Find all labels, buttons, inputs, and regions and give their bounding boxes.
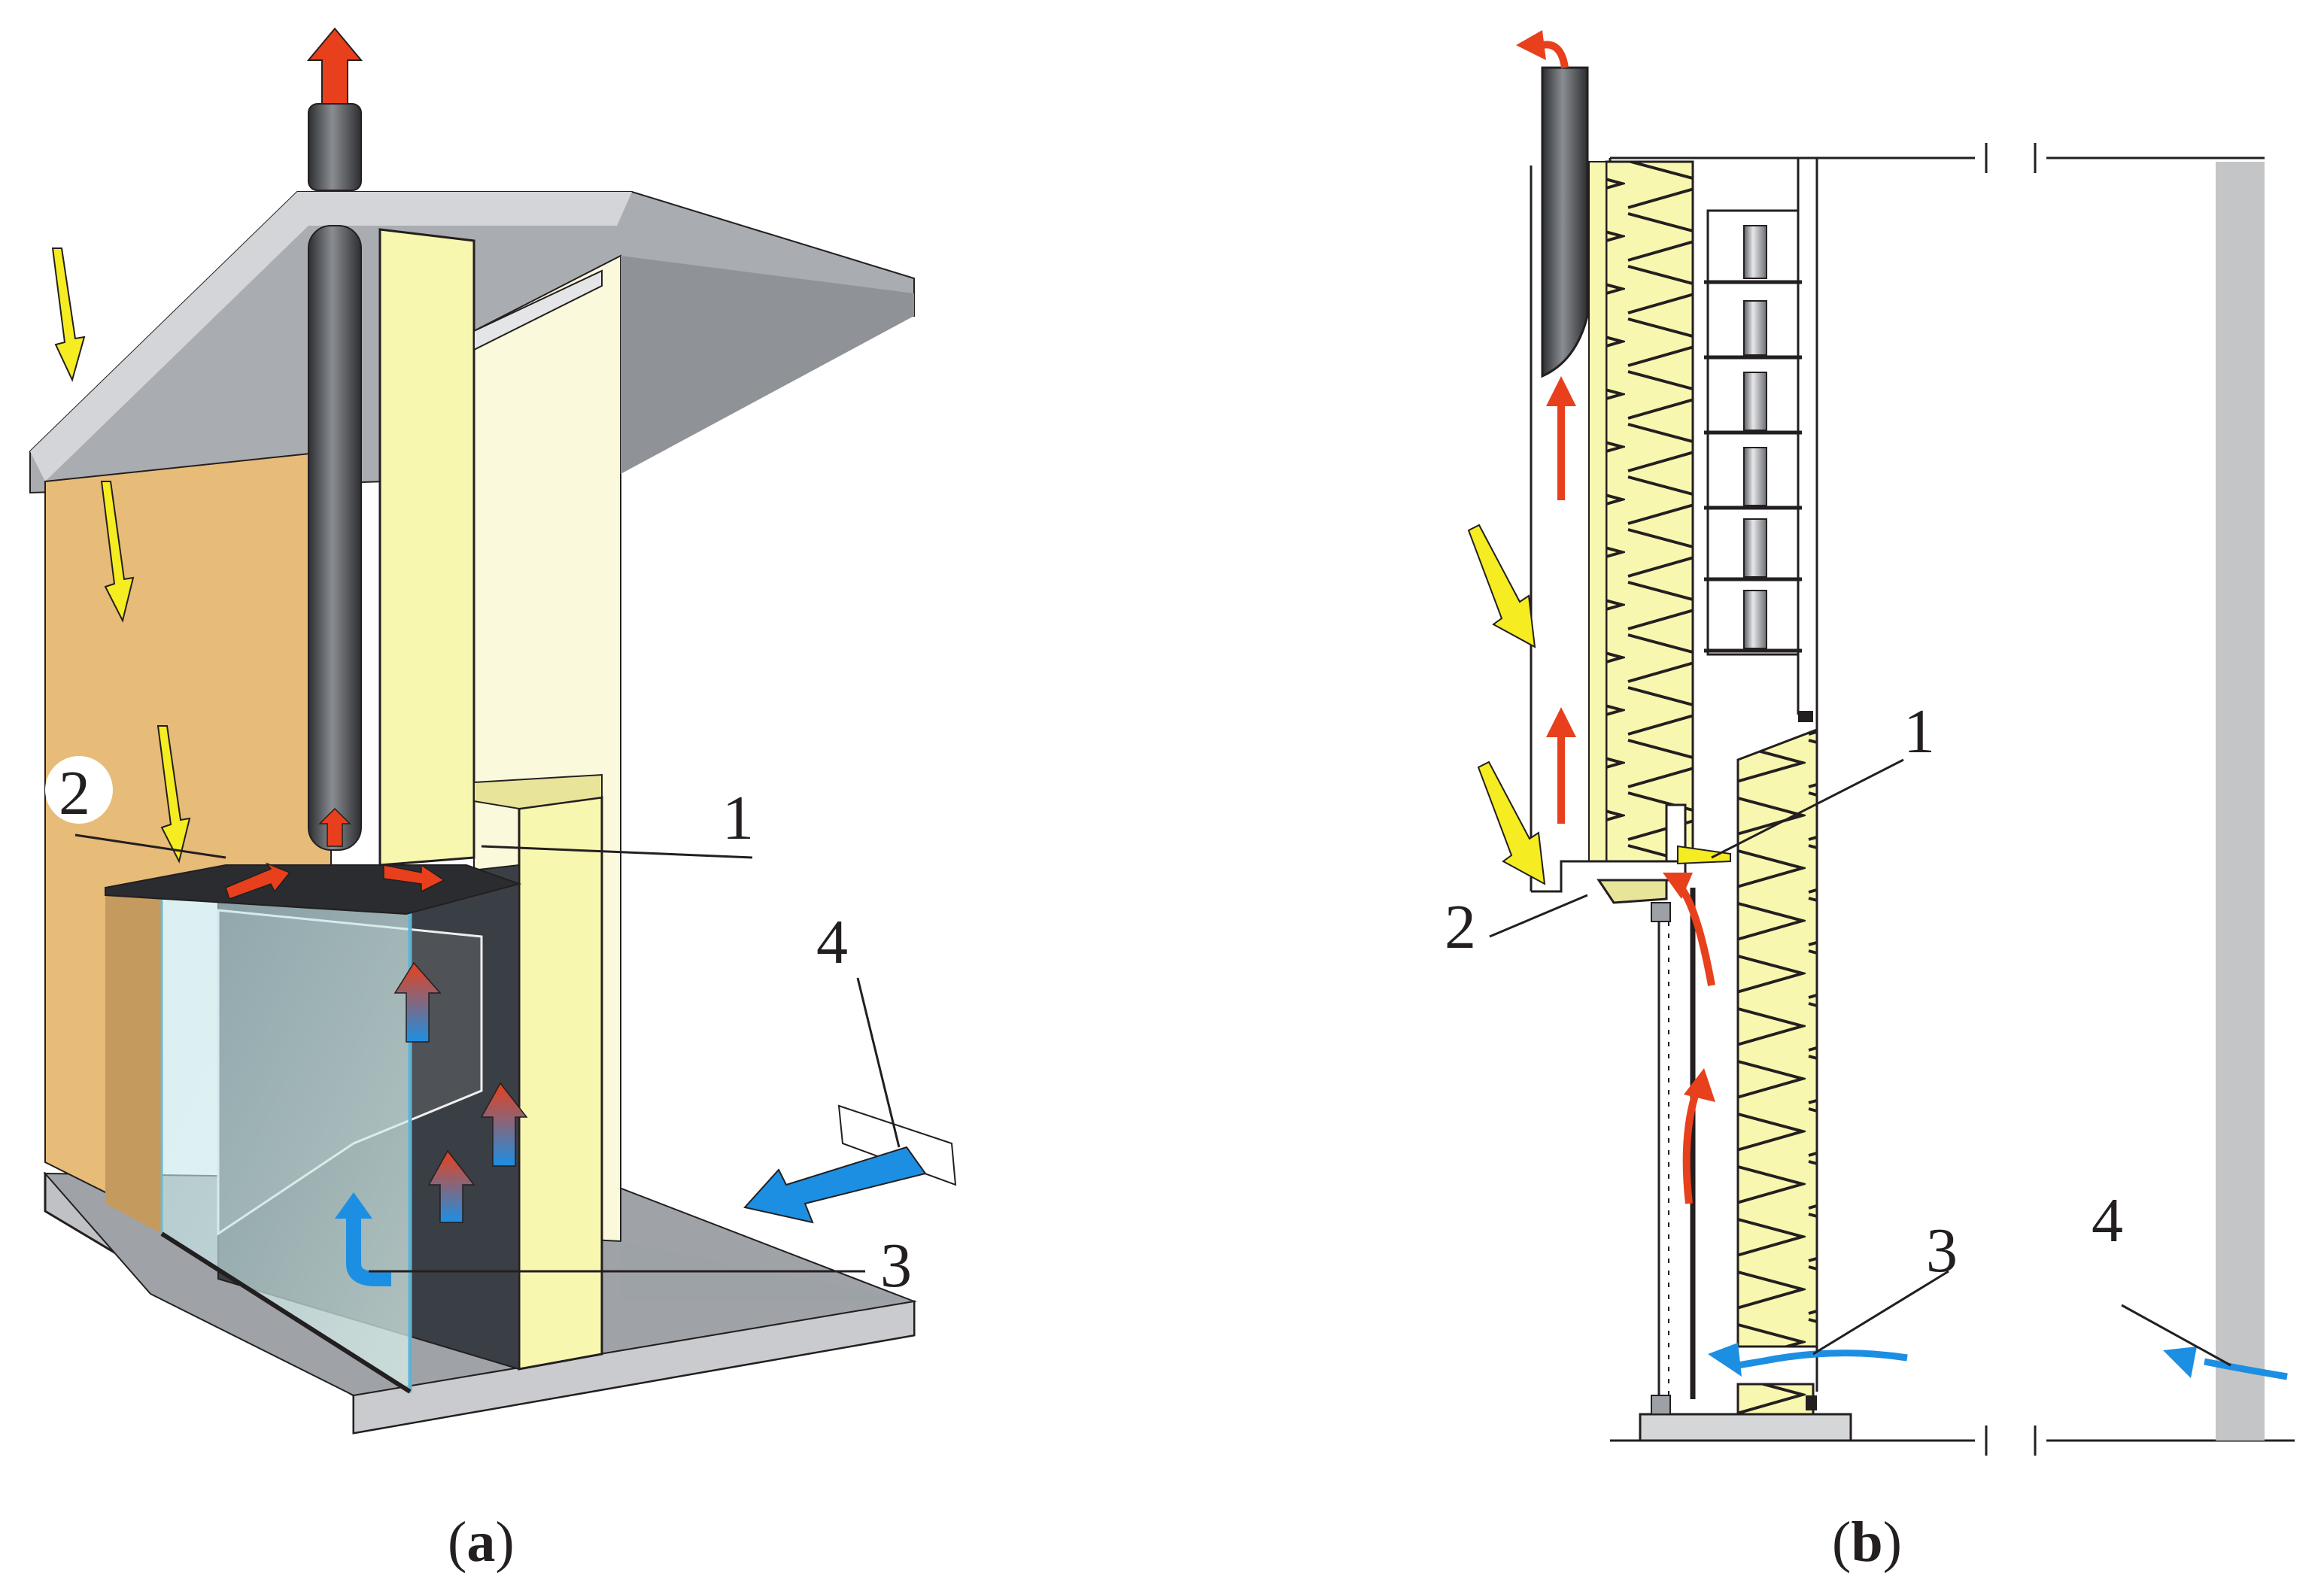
label-a2: 2: [59, 758, 90, 828]
tube-storage: [1704, 209, 1802, 656]
warm-air-out-icon: [306, 27, 363, 105]
warm-air-arrows-b: [1546, 376, 1715, 1204]
chimney-pipe-b: [1541, 66, 1589, 378]
shelf: [473, 269, 603, 351]
warm-air-arrow-icon: [1546, 707, 1576, 737]
label-b3: 3: [1926, 1216, 1958, 1286]
panel-a-isometric-view: [29, 27, 957, 1435]
plinth: [1639, 1413, 1852, 1442]
warm-air-arrow-icon: [318, 807, 351, 847]
cold-air-arrow-icon: [743, 1146, 927, 1224]
convection-arrow-icon: [427, 1149, 475, 1223]
insulation-lower-b: [1736, 727, 1818, 1348]
cold-air-in-icon: [346, 1204, 391, 1286]
insulation-base-b: [1736, 1383, 1815, 1419]
solar-arrow-icon: [100, 481, 135, 623]
warm-air-arrow-icon: [225, 862, 291, 900]
warm-air-arrows-a: [225, 807, 445, 900]
solar-arrows-b: [1467, 524, 1546, 885]
insulation-upper: [378, 228, 475, 867]
solar-arrow-icon: [1467, 524, 1536, 648]
insulation-lower-top: [473, 773, 603, 810]
warm-air-arrow-icon: [1682, 1089, 1700, 1204]
chimney-pipe-upper: [308, 103, 362, 191]
tube: [1743, 225, 1767, 279]
solar-arrow-icon: [156, 725, 191, 864]
label-b1: 1: [1903, 697, 1935, 767]
cold-air-arrow-icon: [2204, 1358, 2288, 1380]
label-b4: 4: [2092, 1186, 2123, 1255]
warm-air-arrow-icon: [1546, 376, 1576, 406]
insulation-lower: [518, 796, 603, 1371]
solar-arrows-a: [51, 247, 191, 864]
convection-arrow-icon: [393, 961, 442, 1043]
warm-air-out-b-icon: [1542, 41, 1569, 68]
panel-b-section-view: [1467, 30, 2295, 1456]
label-a4: 4: [816, 907, 848, 977]
interior-side-wall: [621, 256, 914, 474]
leader-lines-a: [74, 833, 901, 1273]
caption-a: (a): [448, 1511, 515, 1574]
inlet-flap-icon: [1677, 845, 1731, 865]
cold-air-arrows-b: [1708, 1343, 2288, 1380]
roof-edge-light: [30, 192, 632, 481]
tube: [1743, 590, 1767, 649]
tube: [1743, 518, 1767, 578]
tube: [1743, 300, 1767, 356]
convection-arrows-a: [393, 961, 528, 1223]
warm-air-arrow-icon: [383, 864, 445, 893]
chimney-pipe: [308, 225, 362, 851]
cold-air-arrow-icon: [1737, 1350, 1908, 1369]
tube: [1743, 372, 1767, 431]
tube: [1743, 447, 1767, 506]
far-wall: [2216, 162, 2265, 1441]
outdoor-plate: [837, 1104, 957, 1186]
floor-front-edge: [353, 1300, 915, 1435]
label-b2: 2: [1445, 892, 1476, 962]
caption-b: (b): [1832, 1511, 1902, 1574]
glazing-b: [1651, 888, 1696, 1415]
exterior-wall-shadow: [105, 888, 162, 1234]
leader-lines-b: [1489, 758, 2231, 1367]
convection-arrow-icon: [480, 1082, 528, 1167]
label-2-circle: [45, 756, 113, 824]
insulation-upper-b: [1605, 160, 1694, 863]
solar-arrow-icon: [51, 247, 86, 382]
label-a1: 1: [722, 783, 754, 853]
solar-arrow-icon: [1477, 761, 1546, 885]
label-a3: 3: [880, 1231, 912, 1301]
